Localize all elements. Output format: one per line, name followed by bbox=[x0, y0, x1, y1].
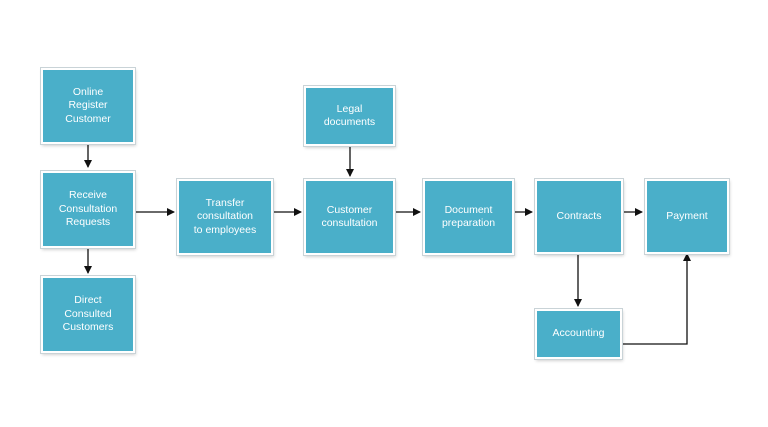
node-legal-documents[interactable]: Legal documents bbox=[304, 86, 395, 146]
node-direct-consulted-customers[interactable]: Direct Consulted Customers bbox=[41, 276, 135, 353]
node-contracts[interactable]: Contracts bbox=[535, 179, 623, 254]
node-payment[interactable]: Payment bbox=[645, 179, 729, 254]
edge-accounting-to-payment bbox=[622, 253, 691, 345]
node-transfer-consultation[interactable]: Transfer consultation to employees bbox=[177, 179, 273, 255]
node-accounting[interactable]: Accounting bbox=[535, 309, 622, 359]
node-receive-consultation-requests[interactable]: Receive Consultation Requests bbox=[41, 171, 135, 248]
node-customer-consultation[interactable]: Customer consultation bbox=[304, 179, 395, 255]
node-online-register-customer[interactable]: Online Register Customer bbox=[41, 68, 135, 144]
node-document-preparation[interactable]: Document preparation bbox=[423, 179, 514, 255]
